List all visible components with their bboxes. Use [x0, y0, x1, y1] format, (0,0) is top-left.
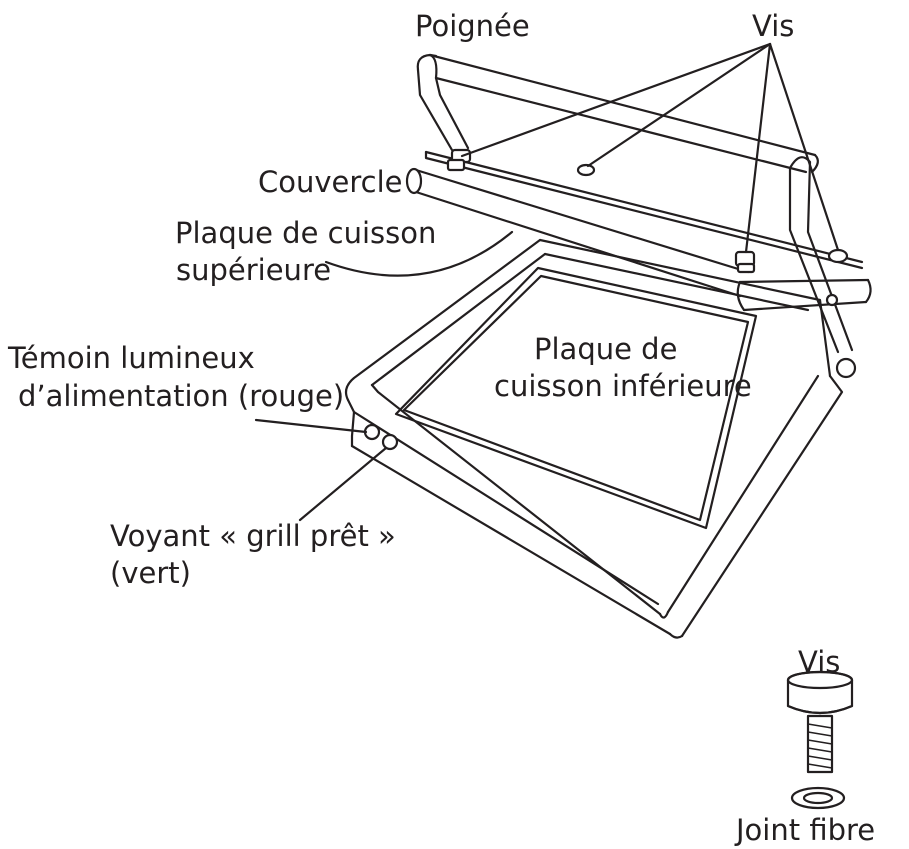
base-drawing: [344, 238, 844, 639]
lid-screw-1: [446, 148, 472, 172]
lid-drawing: [405, 150, 872, 379]
handle-drawing: [416, 53, 819, 174]
lid-screw-3: [734, 250, 756, 274]
label-screws-top: Vis: [752, 9, 794, 43]
label-upper-plate-line2: supérieure: [176, 253, 331, 287]
label-lower-plate-line1: Plaque de: [534, 332, 677, 366]
lid-screw-2: [576, 163, 596, 177]
label-ready-light-line2: (vert): [110, 556, 191, 590]
label-fibre-washer: Joint fibre: [734, 813, 875, 847]
ready-light-circle: [381, 433, 399, 451]
power-light-circle: [363, 423, 381, 441]
label-power-light-line2: d’alimentation (rouge): [18, 379, 344, 413]
label-lower-plate-line2: cuisson inférieure: [494, 369, 752, 403]
label-screw-detail: Vis: [798, 645, 840, 679]
label-power-light-line1: Témoin lumineux: [7, 341, 255, 375]
label-upper-plate-line1: Plaque de cuisson: [175, 216, 436, 250]
leader-lines: [254, 42, 840, 522]
label-handle: Poignée: [415, 9, 530, 43]
label-ready-light-line1: Voyant « grill prêt »: [110, 519, 396, 553]
label-lid: Couvercle: [258, 165, 403, 199]
screw-detail: [786, 670, 854, 810]
lid-screw-4: [827, 248, 849, 264]
